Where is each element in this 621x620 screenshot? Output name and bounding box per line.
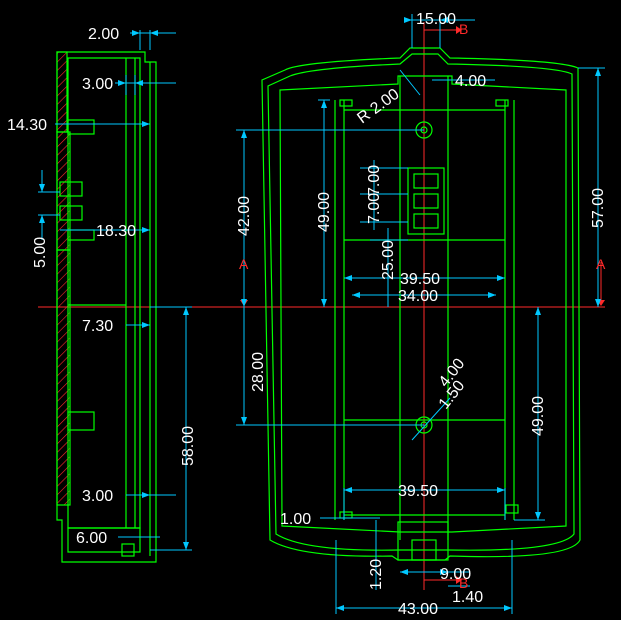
dim-v-25: 25.00 <box>380 240 397 280</box>
dim-v-49-bottom: 49.00 <box>530 396 547 436</box>
side-view <box>56 51 157 563</box>
front-inner-wall <box>279 75 567 533</box>
dim-wall-2: 2.00 <box>88 26 119 43</box>
bottom-notch <box>397 521 449 561</box>
side-clip-2 <box>59 181 83 197</box>
side-dimension-arrows <box>39 30 189 550</box>
side-base-foot <box>121 543 135 557</box>
dim-h-9: 9.00 <box>440 566 471 583</box>
front-outer-shell <box>261 47 581 561</box>
dim-top-4: 4.00 <box>455 73 486 90</box>
terminal-cell-2 <box>413 193 439 209</box>
dim-h-1: 1.00 <box>280 511 311 528</box>
terminal-cell-1 <box>413 173 439 189</box>
section-label-left: A <box>239 256 249 272</box>
section-arrow-bottom <box>456 576 462 584</box>
side-clip-4 <box>67 229 95 241</box>
front-dimension-arrows <box>241 17 601 611</box>
section-labels: A A B B <box>239 21 606 591</box>
dim-v-7-b: 7.00 <box>366 193 383 224</box>
dim-height-5: 5.00 <box>32 237 49 268</box>
side-inner-wall <box>67 57 141 529</box>
corner-tab-tr <box>495 99 509 107</box>
corner-tab-br <box>505 504 519 514</box>
dim-top-15: 15.00 <box>416 11 456 28</box>
side-clip-3 <box>59 205 83 221</box>
side-base <box>67 527 141 553</box>
front-view <box>261 47 581 561</box>
section-label-top: B <box>459 21 468 37</box>
bottom-notch-inner <box>411 539 437 561</box>
section-label-bottom: B <box>459 575 468 591</box>
dim-v-57: 57.00 <box>590 188 607 228</box>
dim-h-39-50: 39.50 <box>400 271 440 288</box>
dim-v-1-20: 1.20 <box>368 559 385 590</box>
dim-height-18-30: 18.30 <box>96 223 136 240</box>
side-clip-5 <box>67 411 95 431</box>
section-label-right: A <box>596 256 606 272</box>
dim-v-28: 28.00 <box>250 352 267 392</box>
dim-base-6: 6.00 <box>76 530 107 547</box>
dim-h-1-40: 1.40 <box>452 589 483 606</box>
dim-height-7-30: 7.30 <box>82 318 113 335</box>
dim-h-39-50-bottom: 39.50 <box>398 483 438 500</box>
side-outer-profile <box>56 51 157 563</box>
dim-rib-3: 3.00 <box>82 76 113 93</box>
side-wall-hatch-upper <box>56 51 68 133</box>
dim-h-34: 34.00 <box>398 288 438 305</box>
corner-tab-tl <box>339 99 353 107</box>
dim-v-49-top: 49.00 <box>316 192 333 232</box>
dim-v-7-a: 7.00 <box>366 165 383 196</box>
dim-h-43: 43.00 <box>398 601 438 618</box>
dim-radius: R 2.00 <box>354 86 402 128</box>
dim-v-42: 42.00 <box>236 196 253 236</box>
dim-height-14-30: 14.30 <box>7 117 47 134</box>
section-arrow-top <box>456 26 462 34</box>
side-dimension-texts: 2.00 3.00 14.30 5.00 18.30 7.30 58.00 3.… <box>7 26 197 547</box>
dim-rib-3-bottom: 3.00 <box>82 488 113 505</box>
side-clip-1 <box>67 119 95 135</box>
terminal-cell-3 <box>413 213 439 229</box>
terminal-block <box>407 167 445 235</box>
dim-height-58: 58.00 <box>180 426 197 466</box>
